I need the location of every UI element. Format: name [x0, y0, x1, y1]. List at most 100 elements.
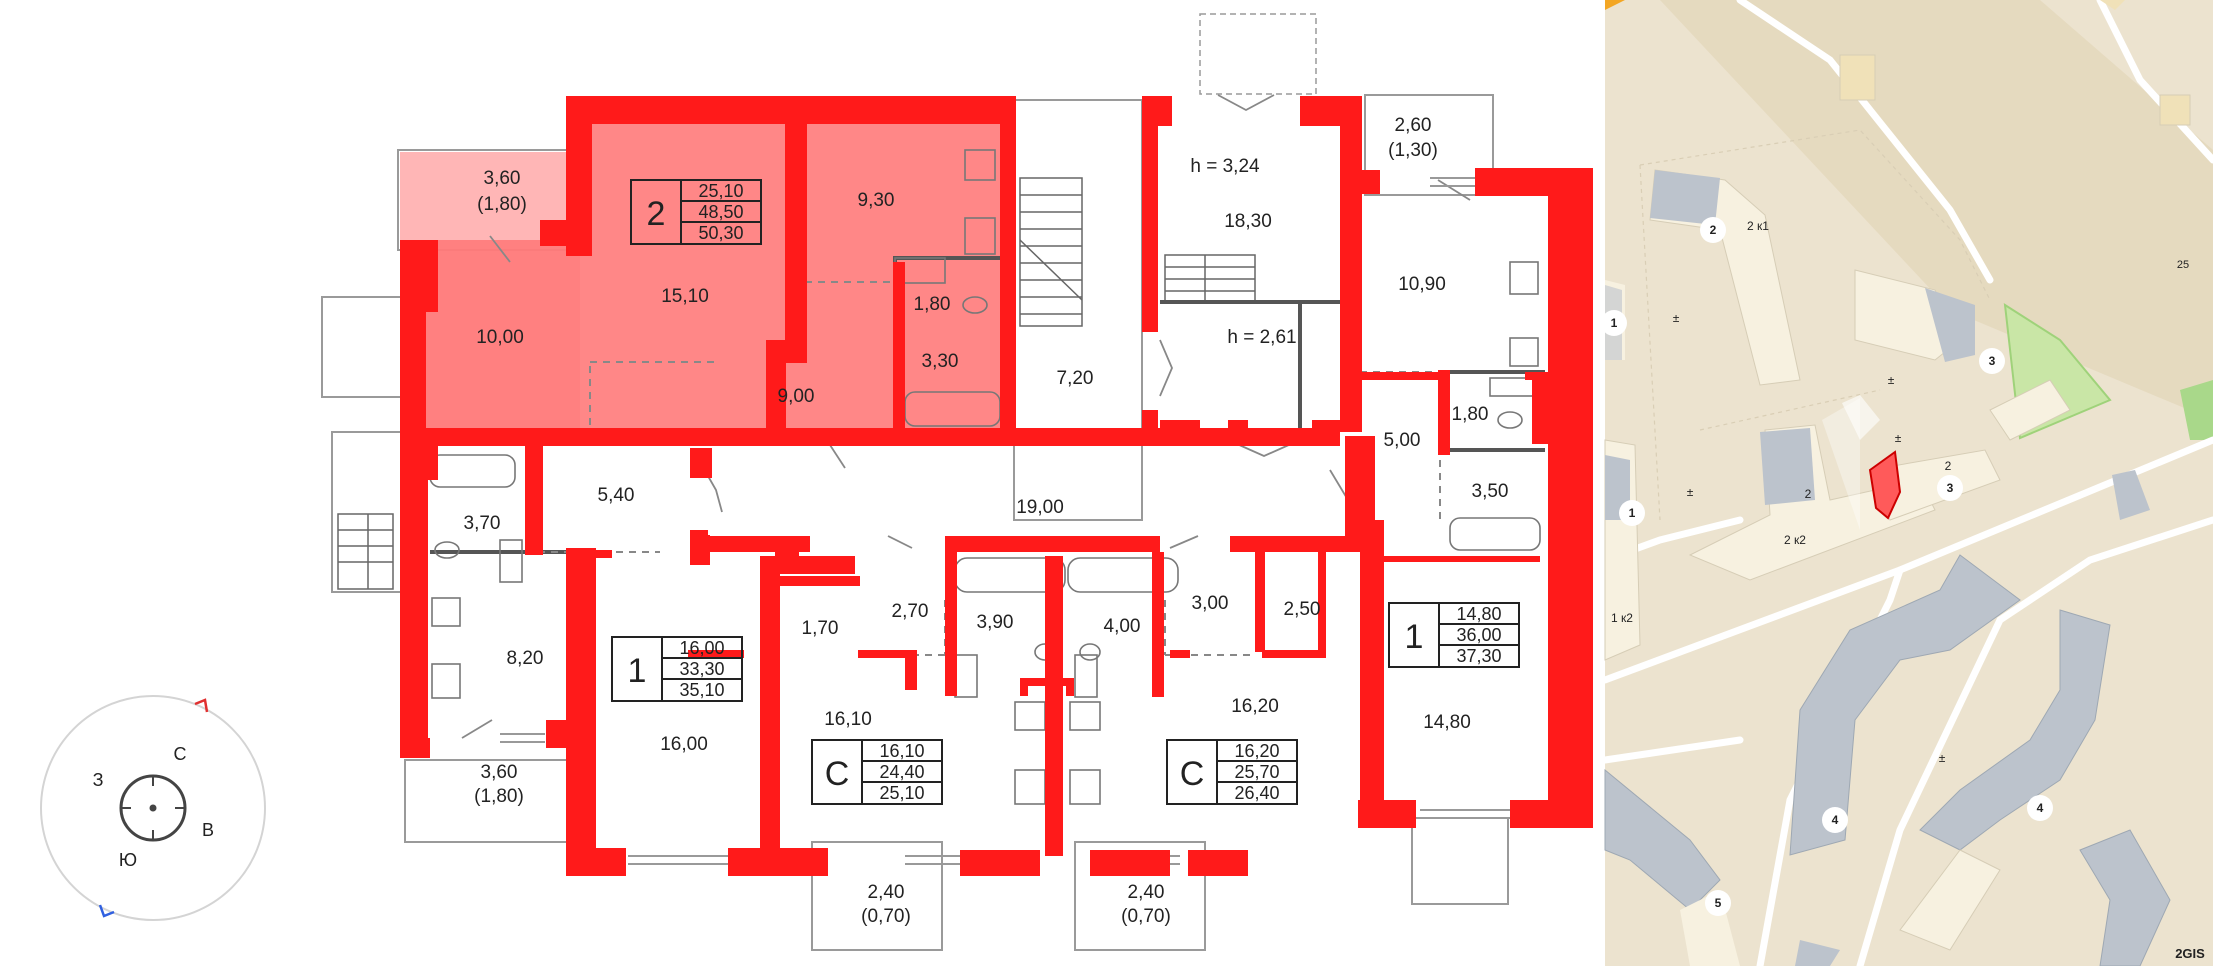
- room-area-corridor: 19,00: [1016, 497, 1064, 518]
- svg-text:4: 4: [2037, 801, 2044, 815]
- room-area: 8,20: [507, 648, 544, 669]
- room-10-area: [410, 240, 580, 432]
- room-area: 3,50: [1472, 481, 1509, 502]
- map-brand-logo: 2GIS: [2175, 946, 2205, 961]
- apartment-area-living: 16,00: [679, 638, 724, 658]
- room-area: 4,00: [1104, 616, 1141, 637]
- balcony-top-right: [1364, 94, 1494, 196]
- room-area: 3,00: [1192, 593, 1229, 614]
- room-area: 10,00: [476, 327, 524, 348]
- ceiling-height: h = 3,24: [1190, 156, 1260, 177]
- walls: [400, 96, 1593, 876]
- staircase-shaft: [1013, 99, 1143, 521]
- map-address-label: 25: [2177, 259, 2189, 271]
- ceiling-height: h = 2,61: [1227, 327, 1296, 348]
- room-area: 1,80: [914, 294, 951, 315]
- building-number-pin: 3: [1937, 475, 1963, 501]
- toilet-icon: [1079, 643, 1101, 661]
- toilet-icon: [434, 541, 460, 559]
- entrance-canopy: [1199, 13, 1317, 95]
- apartment-area-with-balcony: 50,30: [698, 223, 743, 243]
- apartment-area-with-balcony: 37,30: [1456, 646, 1501, 666]
- building-number-pin: 4: [1822, 807, 1848, 833]
- room-area: 5,40: [598, 485, 635, 506]
- room-area: 3,30: [922, 351, 959, 372]
- room-area-balcony-c: 3,60: [481, 762, 518, 783]
- washer-icon: [1489, 377, 1539, 397]
- stove-icon: [1069, 769, 1101, 805]
- balcony-bottom-right: [1411, 817, 1509, 905]
- map-address-label: 2 к1: [1747, 219, 1769, 233]
- svg-text:2: 2: [1710, 223, 1717, 237]
- bathtub-icon: [1449, 517, 1541, 551]
- room-area: 16,10: [824, 709, 872, 730]
- compass-south-label: Ю: [119, 850, 137, 870]
- location-map: 1 1 2 3 3 4 4 5 2 к1 2 к2 1 к2 2 2 25 2G…: [1601, 0, 2213, 966]
- toilet-icon: [1497, 411, 1523, 429]
- sink-icon: [1014, 701, 1046, 731]
- sink-icon: [1509, 337, 1539, 367]
- svg-text:3: 3: [1989, 354, 1996, 368]
- room-area: 1,80: [1452, 404, 1489, 425]
- south-marker: [98, 904, 115, 918]
- compass-east-label: В: [202, 820, 214, 840]
- balcony-bottom-mid-left: [811, 841, 943, 951]
- svg-text:1: 1: [1611, 316, 1618, 330]
- bathtub-icon: [1067, 557, 1179, 593]
- stove-icon: [964, 217, 996, 255]
- room-area: 5,00: [1384, 430, 1421, 451]
- apartment-area-with-balcony: 35,10: [679, 680, 724, 700]
- sink-icon: [964, 149, 996, 181]
- room-area: 1,70: [802, 618, 839, 639]
- stove-icon: [1509, 261, 1539, 295]
- svg-text:±: ±: [1687, 485, 1694, 499]
- room-area-balcony-c-sub: (1,80): [474, 786, 524, 807]
- svg-text:±: ±: [1673, 311, 1680, 325]
- building-number-pin: 4: [2027, 795, 2053, 821]
- room-area: 16,00: [660, 734, 708, 755]
- apartment-area-total: 36,00: [1456, 625, 1501, 645]
- room-area: 3,90: [977, 612, 1014, 633]
- stove-icon: [1014, 769, 1046, 805]
- apartment-area-living: 16,20: [1234, 741, 1279, 761]
- svg-text:±: ±: [1888, 373, 1895, 387]
- apartment-area-total: 33,30: [679, 659, 724, 679]
- balcony-left-small: [321, 296, 405, 398]
- apartment-area-with-balcony: 25,10: [879, 783, 924, 803]
- apartment-info-boxes: 225,1048,5050,30116,0033,3035,10С16,1024…: [611, 179, 1520, 805]
- map-address-label: 2: [1945, 459, 1952, 473]
- room-labels: 3,60 (1,80) 10,00 15,10 9,30 1,80 3,30 9…: [464, 115, 1509, 927]
- stove-icon: [431, 663, 461, 699]
- apartment-area-living: 14,80: [1456, 604, 1501, 624]
- apartment-area-with-balcony: 26,40: [1234, 783, 1279, 803]
- room-area-balcony-b-sub: (1,30): [1388, 140, 1438, 161]
- apartment-room-count: 1: [628, 652, 647, 690]
- building-number-pin: 1: [1601, 310, 1627, 336]
- north-marker: [194, 698, 209, 713]
- compass-north-label: С: [174, 744, 187, 764]
- room-area: 10,90: [1398, 274, 1446, 295]
- room-area: 16,20: [1231, 696, 1279, 717]
- room-area: 3,70: [464, 513, 501, 534]
- washer-icon: [1074, 654, 1098, 698]
- room-area-balcony-a-sub: (1,80): [477, 194, 527, 215]
- room-area-balcony-b: 2,60: [1395, 115, 1432, 136]
- apartment-area-living: 25,10: [698, 181, 743, 201]
- building-number-pin: 5: [1705, 890, 1731, 916]
- selected-building: [1868, 450, 1902, 520]
- apartment-room-count: С: [1180, 755, 1205, 793]
- map-address-label: 2: [1805, 487, 1812, 501]
- room-area-balcony-e-sub: (0,70): [1121, 906, 1171, 927]
- svg-text:4: 4: [1832, 813, 1839, 827]
- apartment-room-count: С: [825, 755, 850, 793]
- toilet-icon: [962, 296, 988, 314]
- room-area-balcony-a: 3,60: [484, 168, 521, 189]
- floor-plan: 3,60 (1,80) 10,00 15,10 9,30 1,80 3,30 9…: [40, 13, 1593, 951]
- sink-icon: [1069, 701, 1101, 731]
- compass: С В Ю З: [40, 695, 266, 921]
- room-area: 2,70: [892, 601, 929, 622]
- stairs-icon: [337, 177, 1256, 590]
